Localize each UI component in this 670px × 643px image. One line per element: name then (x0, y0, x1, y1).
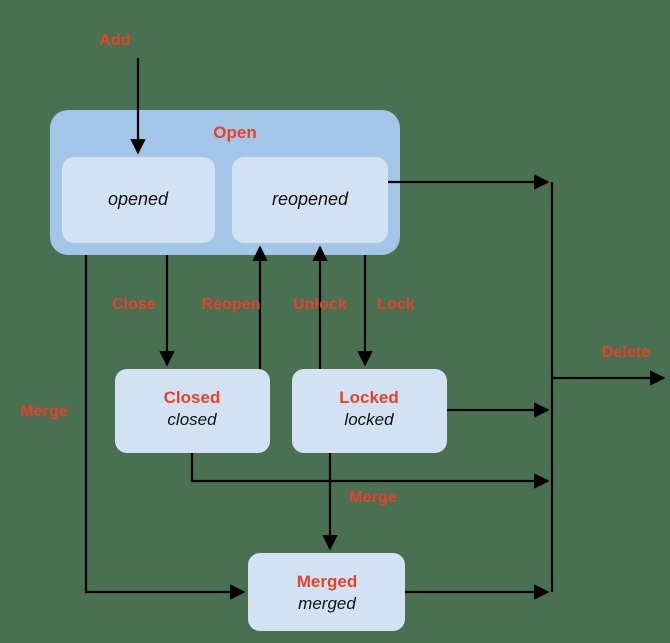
edge-label-merge-left: Merge (20, 403, 68, 420)
state-label-reopened: reopened (271, 189, 349, 209)
edge-label-reopen: Reopen (201, 296, 261, 313)
edge-label-merge-mid: Merge (349, 489, 397, 506)
state-box-locked (292, 369, 447, 453)
state-box-opened (62, 157, 215, 243)
state-box-reopened (232, 157, 388, 243)
state-box-merged (248, 553, 405, 631)
state-box-closed (115, 369, 270, 453)
edge-label-delete: Delete (601, 344, 651, 361)
state-name-merged: Merged (296, 572, 358, 591)
state-label-opened: opened (107, 189, 169, 209)
state-name-locked: Locked (339, 388, 399, 407)
edge-label-lock: Lock (377, 296, 415, 313)
edge-merge-left (84, 255, 246, 600)
open-group-title: Open (213, 123, 257, 142)
edge-label-add: Add (99, 32, 131, 49)
state-event-locked: locked (344, 410, 394, 429)
edge-label-unlock: Unlock (293, 296, 347, 313)
state-event-closed: closed (167, 410, 217, 429)
state-name-closed: Closed (163, 388, 221, 407)
state-event-merged: merged (298, 594, 356, 613)
edge-closed-to-bus (190, 453, 550, 489)
edge-label-close: Close (111, 296, 157, 313)
